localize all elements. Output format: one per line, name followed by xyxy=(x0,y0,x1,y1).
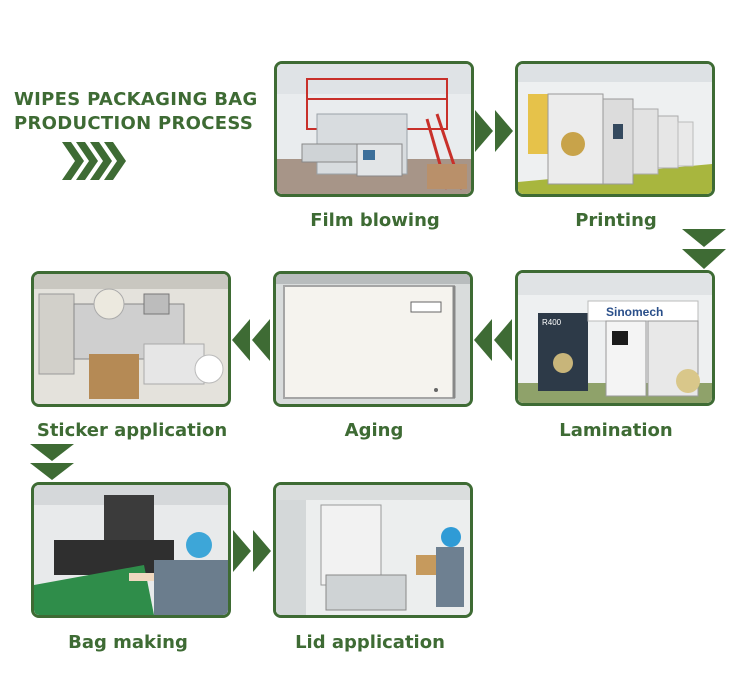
double-arrow-left-icon xyxy=(474,319,512,361)
bag-making-photo xyxy=(34,485,228,615)
printing-photo xyxy=(518,64,712,194)
lamination-photo: Sinomech R400 xyxy=(518,273,712,403)
step-label-aging: Aging xyxy=(344,420,404,441)
title-line-1: WIPES PACKAGING BAG xyxy=(14,89,258,110)
step-label-printing: Printing xyxy=(575,210,657,231)
double-arrow-down-icon xyxy=(30,444,74,480)
step-card-lamination: Sinomech R400 xyxy=(515,270,715,406)
chevron-right-icon xyxy=(62,142,126,180)
step-label-lamination: Lamination xyxy=(559,420,673,441)
step-label-lid-application: Lid application xyxy=(295,632,445,653)
film-blowing-photo xyxy=(277,64,471,194)
step-card-film-blowing xyxy=(274,61,474,197)
double-arrow-right-icon xyxy=(475,110,513,152)
double-arrow-right-icon xyxy=(233,530,271,572)
double-arrow-down-icon xyxy=(682,229,726,269)
title-line-2: PRODUCTION PROCESS xyxy=(14,113,254,134)
sticker-application-photo xyxy=(34,274,228,404)
lamination-brand-text: Sinomech xyxy=(606,305,663,319)
lid-application-photo xyxy=(276,485,470,615)
step-card-printing xyxy=(515,61,715,197)
step-label-bag-making: Bag making xyxy=(68,632,188,653)
step-card-lid-application xyxy=(273,482,473,618)
step-card-bag-making xyxy=(31,482,231,618)
step-card-aging xyxy=(273,271,473,407)
aging-photo xyxy=(276,274,470,404)
double-arrow-left-icon xyxy=(232,319,270,361)
step-label-film-blowing: Film blowing xyxy=(310,210,440,231)
step-label-sticker-application: Sticker application xyxy=(36,420,228,441)
page-title: WIPES PACKAGING BAG PRODUCTION PROCESS xyxy=(14,88,264,136)
step-card-sticker-application xyxy=(31,271,231,407)
lamination-model-text: R400 xyxy=(542,318,562,327)
